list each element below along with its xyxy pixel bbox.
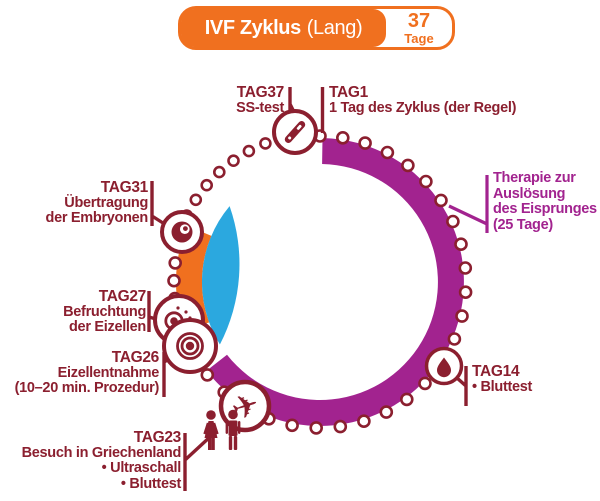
- label-tag14: TAG14 • Bluttest: [472, 364, 532, 395]
- couple-icon: [203, 409, 241, 450]
- day-dot: [213, 165, 226, 179]
- label-tag1-day: TAG1: [329, 84, 368, 101]
- label-tag37: TAG37 SS-test: [236, 85, 284, 116]
- label-line: • Bluttest: [120, 475, 181, 492]
- label-tag23-day: TAG23: [133, 429, 182, 446]
- airplane-icon: ✈: [218, 379, 272, 433]
- label-line: • Bluttest: [472, 378, 533, 395]
- label-line: 1 Tag des Zyklus (der Regel): [329, 99, 517, 116]
- day-dot: [446, 214, 460, 229]
- day-dot: [242, 144, 256, 158]
- connector-tag31: [150, 181, 164, 226]
- connector-tag37: [288, 87, 296, 113]
- banner-title-bold: IVF Zyklus: [204, 16, 301, 39]
- day-dot: [259, 137, 272, 150]
- label-tag31-day: TAG31: [100, 179, 149, 196]
- label-tag37-day: TAG37: [236, 84, 285, 101]
- day-dot: [455, 309, 469, 323]
- day-dot: [434, 193, 448, 208]
- banner-duration: 37 Tage: [386, 9, 452, 47]
- day-dot: [358, 136, 372, 150]
- label-line: (10–20 min. Prozedur): [14, 380, 160, 396]
- label-line: Therapie zur: [493, 170, 576, 186]
- label-line: • Ultraschall: [101, 460, 182, 476]
- day-dot: [189, 193, 203, 207]
- day-dot: [447, 332, 462, 346]
- day-dot: [333, 419, 348, 434]
- day-dot: [454, 237, 468, 251]
- blood-drop-icon: [424, 346, 464, 386]
- pregnancy-test-icon: [272, 109, 318, 155]
- label-tag26: TAG26 Eizellentnahme (10–20 min. Prozedu…: [14, 349, 160, 397]
- label-line: der Embryonen: [45, 210, 149, 226]
- day-dot: [401, 158, 415, 173]
- label-line: der Eizellen: [69, 319, 146, 335]
- egg-retrieval-icon: [162, 318, 218, 374]
- day-dot: [379, 405, 394, 419]
- connector-tag14: [455, 366, 468, 406]
- day-dot: [418, 376, 432, 391]
- day-dot: [357, 414, 371, 429]
- banner-days-unit: Tage: [404, 31, 434, 46]
- title-banner: IVF Zyklus (Lang) 37 Tage: [178, 6, 455, 50]
- banner-days-number: 37: [407, 10, 431, 32]
- label-tag31: TAG31 Übertragung der Embryonen: [45, 179, 149, 227]
- label-tag27-day: TAG27: [98, 288, 147, 305]
- label-tag14-day: TAG14: [472, 363, 520, 380]
- day-dot: [419, 174, 433, 189]
- day-dot: [458, 285, 473, 300]
- label-line: Befruchtung: [63, 303, 146, 320]
- day-dot: [380, 145, 395, 160]
- label-therapie: Therapie zur Auslösung des Eisprunges (2…: [493, 170, 597, 233]
- day-dot: [200, 368, 215, 382]
- label-line: (25 Tage): [493, 216, 553, 233]
- day-dot: [227, 154, 240, 167]
- label-line: SS-test: [236, 99, 284, 116]
- label-line: Übertragung: [64, 194, 148, 211]
- day-dot: [200, 178, 213, 192]
- label-line: Auslösung: [493, 185, 566, 202]
- day-dot: [285, 418, 299, 433]
- label-tag27: TAG27 Befruchtung der Eizellen: [63, 289, 146, 336]
- embryo-icon: [160, 210, 204, 254]
- label-line: Eizellentnahme: [57, 364, 160, 381]
- banner-title: IVF Zyklus (Lang): [181, 9, 386, 47]
- label-tag26-day: TAG26: [111, 349, 160, 366]
- arc-greece-blue: [201, 206, 240, 345]
- day-dot: [458, 261, 473, 275]
- banner-title-light: (Lang): [306, 16, 363, 39]
- label-line: Besuch in Griechenland: [21, 444, 182, 461]
- label-line: des Eisprunges: [493, 201, 597, 217]
- day-dot: [399, 392, 414, 407]
- day-dot: [309, 421, 324, 435]
- label-tag1: TAG1 1 Tag des Zyklus (der Regel): [329, 85, 516, 116]
- connector-therapie: [448, 175, 489, 233]
- day-dot: [168, 256, 182, 270]
- label-tag23: TAG23 Besuch in Griechenland • Ultrascha…: [21, 429, 182, 492]
- day-dot: [167, 273, 181, 288]
- day-dot: [335, 131, 350, 145]
- connector-tag23: [183, 433, 213, 491]
